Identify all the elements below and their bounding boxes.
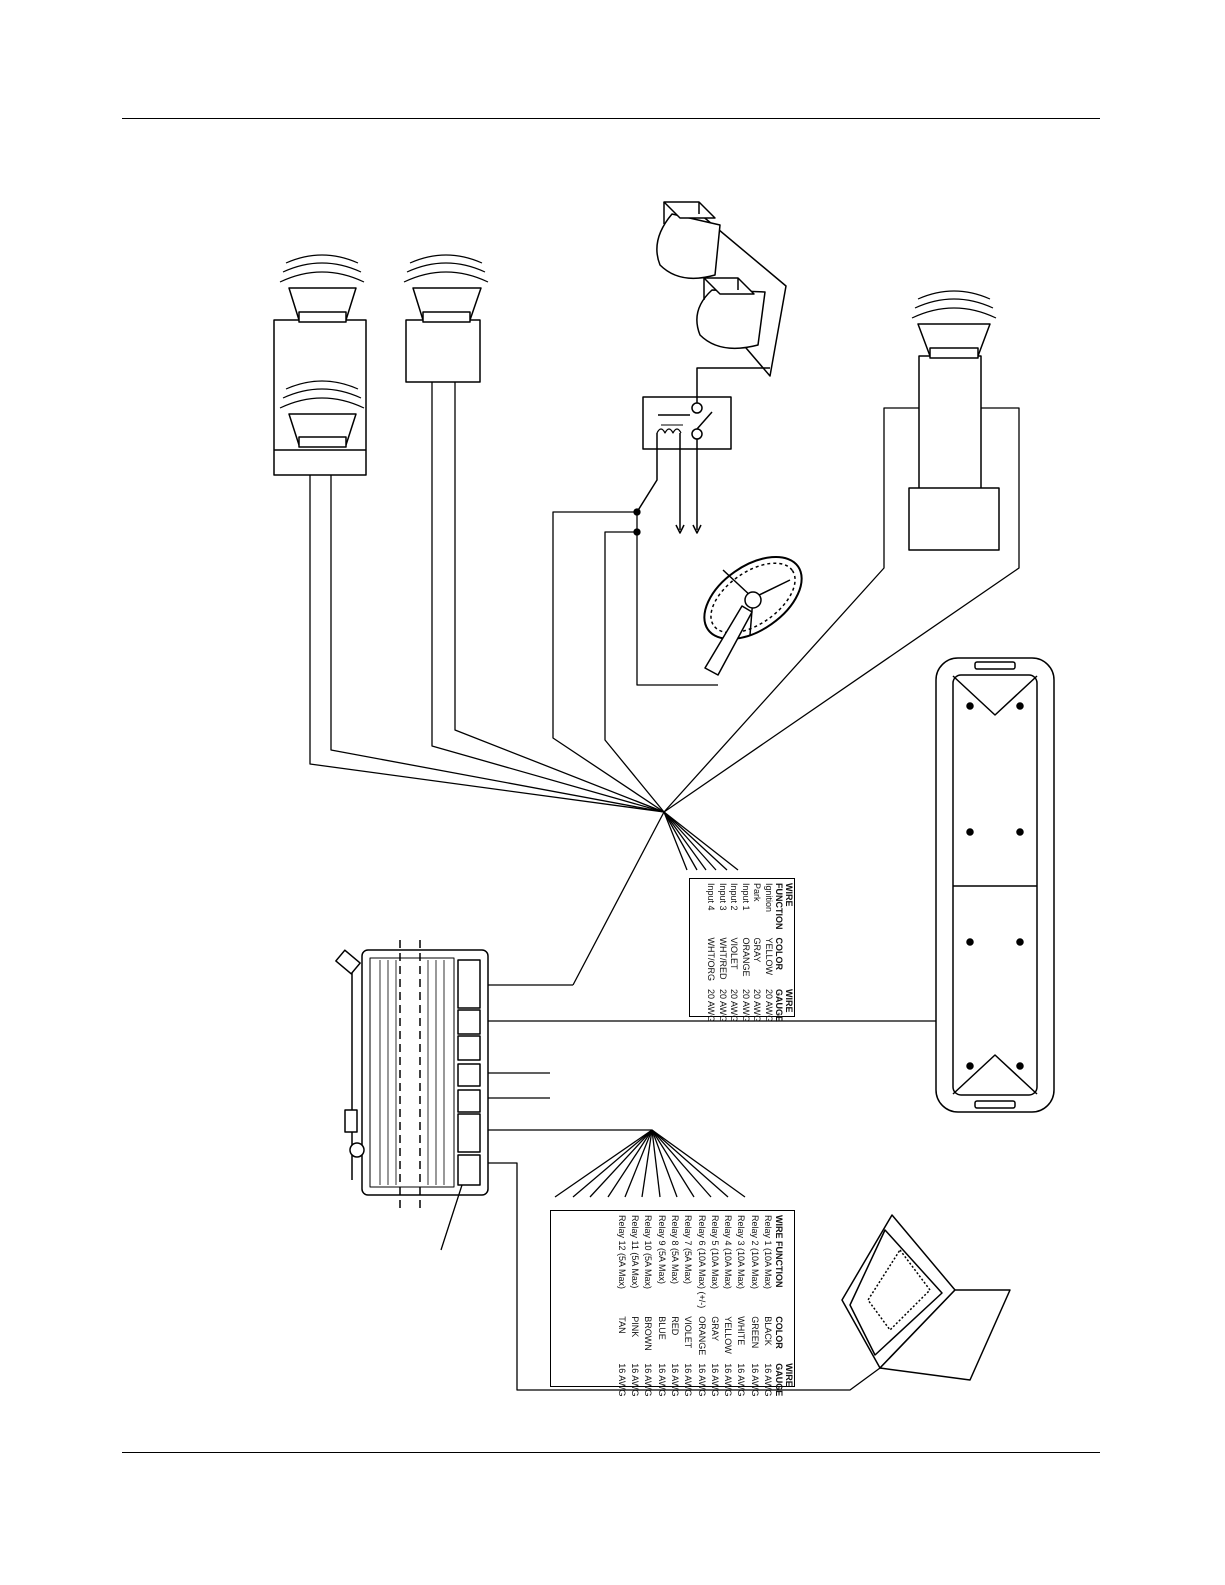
cell: Input 4 [706, 883, 717, 911]
cell: Relay 2 (10A Max) [749, 1215, 760, 1290]
cell: 16 AWG [643, 1363, 654, 1397]
table-row: Input 2 VIOLET 20 AWG [728, 879, 740, 1026]
cell: 16 AWG [723, 1363, 734, 1397]
cell: 16 AWG [669, 1363, 680, 1397]
col-color: COLOR [774, 1316, 784, 1349]
cell: 20 AWG [740, 989, 751, 1023]
cell: 16 AWG [736, 1363, 747, 1397]
cell: 16 AWG [749, 1363, 760, 1397]
controller-unit [335, 940, 489, 1210]
double-speaker [273, 254, 367, 476]
col-gauge: WIRE GAUGE [774, 1363, 794, 1397]
table-row: Relay 2 (10A Max) GREEN 16 AWG [747, 1211, 760, 1400]
top-rule [122, 118, 1100, 119]
table-row: Relay 7 (5A Max) VIOLET 16 AWG [681, 1211, 694, 1400]
table-row: Relay 12 (5A Max) TAN 16 AWG [614, 1211, 627, 1400]
cell: 16 AWG [696, 1363, 707, 1397]
cell: TAN [616, 1316, 627, 1334]
table-row: Relay 4 (10A Max) YELLOW 16 AWG [721, 1211, 734, 1400]
table-row: Relay 3 (10A Max) WHITE 16 AWG [734, 1211, 747, 1400]
lightbar [935, 657, 1055, 1113]
cell: WHT/ORG [706, 937, 717, 982]
cell: 16 AWG [763, 1363, 773, 1397]
cell: 16 AWG [656, 1363, 667, 1397]
cell: Relay 6 (10A Max) (+/-) [696, 1215, 707, 1309]
cell: Input 1 [740, 883, 751, 911]
table-row: Input 4 WHT/ORG 20 AWG [704, 879, 716, 1026]
cell: 20 AWG [717, 989, 728, 1023]
cell: Relay 10 (5A Max) [643, 1215, 654, 1290]
cell: 16 AWG [630, 1363, 641, 1397]
cell: PINK [630, 1316, 641, 1338]
cell: Relay 12 (5A Max) [616, 1215, 627, 1290]
cell: ORANGE [696, 1316, 707, 1356]
cell: 20 AWG [752, 989, 763, 1023]
cell: 16 AWG [683, 1363, 694, 1397]
cell: BLUE [656, 1316, 667, 1340]
steering-wheel [703, 555, 803, 676]
table-row: Input 1 ORANGE 20 AWG [739, 879, 751, 1026]
table-row: Relay 10 (5A Max) BROWN 16 AWG [641, 1211, 654, 1400]
cell: Relay 11 (5A Max) [630, 1215, 641, 1289]
horn-relay [636, 367, 770, 534]
cell: Park [752, 883, 763, 902]
cell: 20 AWG [764, 989, 774, 1023]
single-speaker [403, 254, 489, 383]
cell: 20 AWG [729, 989, 740, 1023]
cell: 16 AWG [616, 1363, 627, 1397]
cell: Relay 1 (10A Max) [763, 1215, 773, 1290]
cell: BROWN [643, 1316, 654, 1351]
cell: YELLOW [723, 1316, 734, 1354]
cell: VIOLET [729, 937, 740, 970]
input-wires [309, 382, 1020, 986]
table-row: Relay 6 (10A Max) (+/-) ORANGE 16 AWG [694, 1211, 707, 1400]
laptop [841, 1214, 1011, 1381]
col-function: WIRE FUNCTION [774, 1215, 784, 1288]
cell: GREEN [749, 1316, 760, 1349]
relay-wire-table: WIRE FUNCTION COLOR WIRE GAUGE Relay 1 (… [550, 1210, 795, 1396]
table-row: Relay 5 (10A Max) GRAY 16 AWG [708, 1211, 721, 1400]
cell: WHITE [736, 1316, 747, 1346]
cell: BLACK [763, 1316, 773, 1346]
cell: RED [669, 1316, 680, 1336]
cell: GRAY [752, 937, 763, 963]
cell: Relay 5 (10A Max) [709, 1215, 720, 1290]
cell: WHT/RED [717, 937, 728, 980]
cell: Relay 4 (10A Max) [723, 1215, 734, 1290]
cell: Input 3 [717, 883, 728, 911]
cell: Relay 7 (5A Max) [683, 1215, 694, 1285]
cell: Input 2 [729, 883, 740, 911]
speaker-with-box [908, 290, 1000, 551]
cell: VIOLET [683, 1316, 694, 1349]
col-gauge: WIRE GAUGE [774, 989, 794, 1023]
cell: ORANGE [740, 937, 751, 977]
horns [656, 201, 787, 377]
bottom-rule [122, 1452, 1100, 1453]
cell: 20 AWG [706, 989, 717, 1023]
cell: Relay 9 (5A Max) [656, 1215, 667, 1285]
table-row: Relay 9 (5A Max) BLUE 16 AWG [654, 1211, 667, 1400]
cell: Relay 3 (10A Max) [736, 1215, 747, 1290]
col-function: WIRE FUNCTION [774, 883, 794, 930]
table-row: Relay 8 (5A Max) RED 16 AWG [668, 1211, 681, 1400]
table-row: Input 3 WHT/RED 20 AWG [716, 879, 728, 1026]
table-row: Relay 1 (10A Max) BLACK 16 AWG [761, 1211, 774, 1400]
cell: Relay 8 (5A Max) [669, 1215, 680, 1285]
col-color: COLOR [774, 937, 784, 971]
table-row: Relay 11 (5A Max) PINK 16 AWG [628, 1211, 641, 1400]
cell: 16 AWG [709, 1363, 720, 1397]
output-wires [440, 1020, 936, 1391]
cell: GRAY [709, 1316, 720, 1342]
cell: Ignition [764, 883, 774, 913]
cell: YELLOW [764, 937, 774, 976]
